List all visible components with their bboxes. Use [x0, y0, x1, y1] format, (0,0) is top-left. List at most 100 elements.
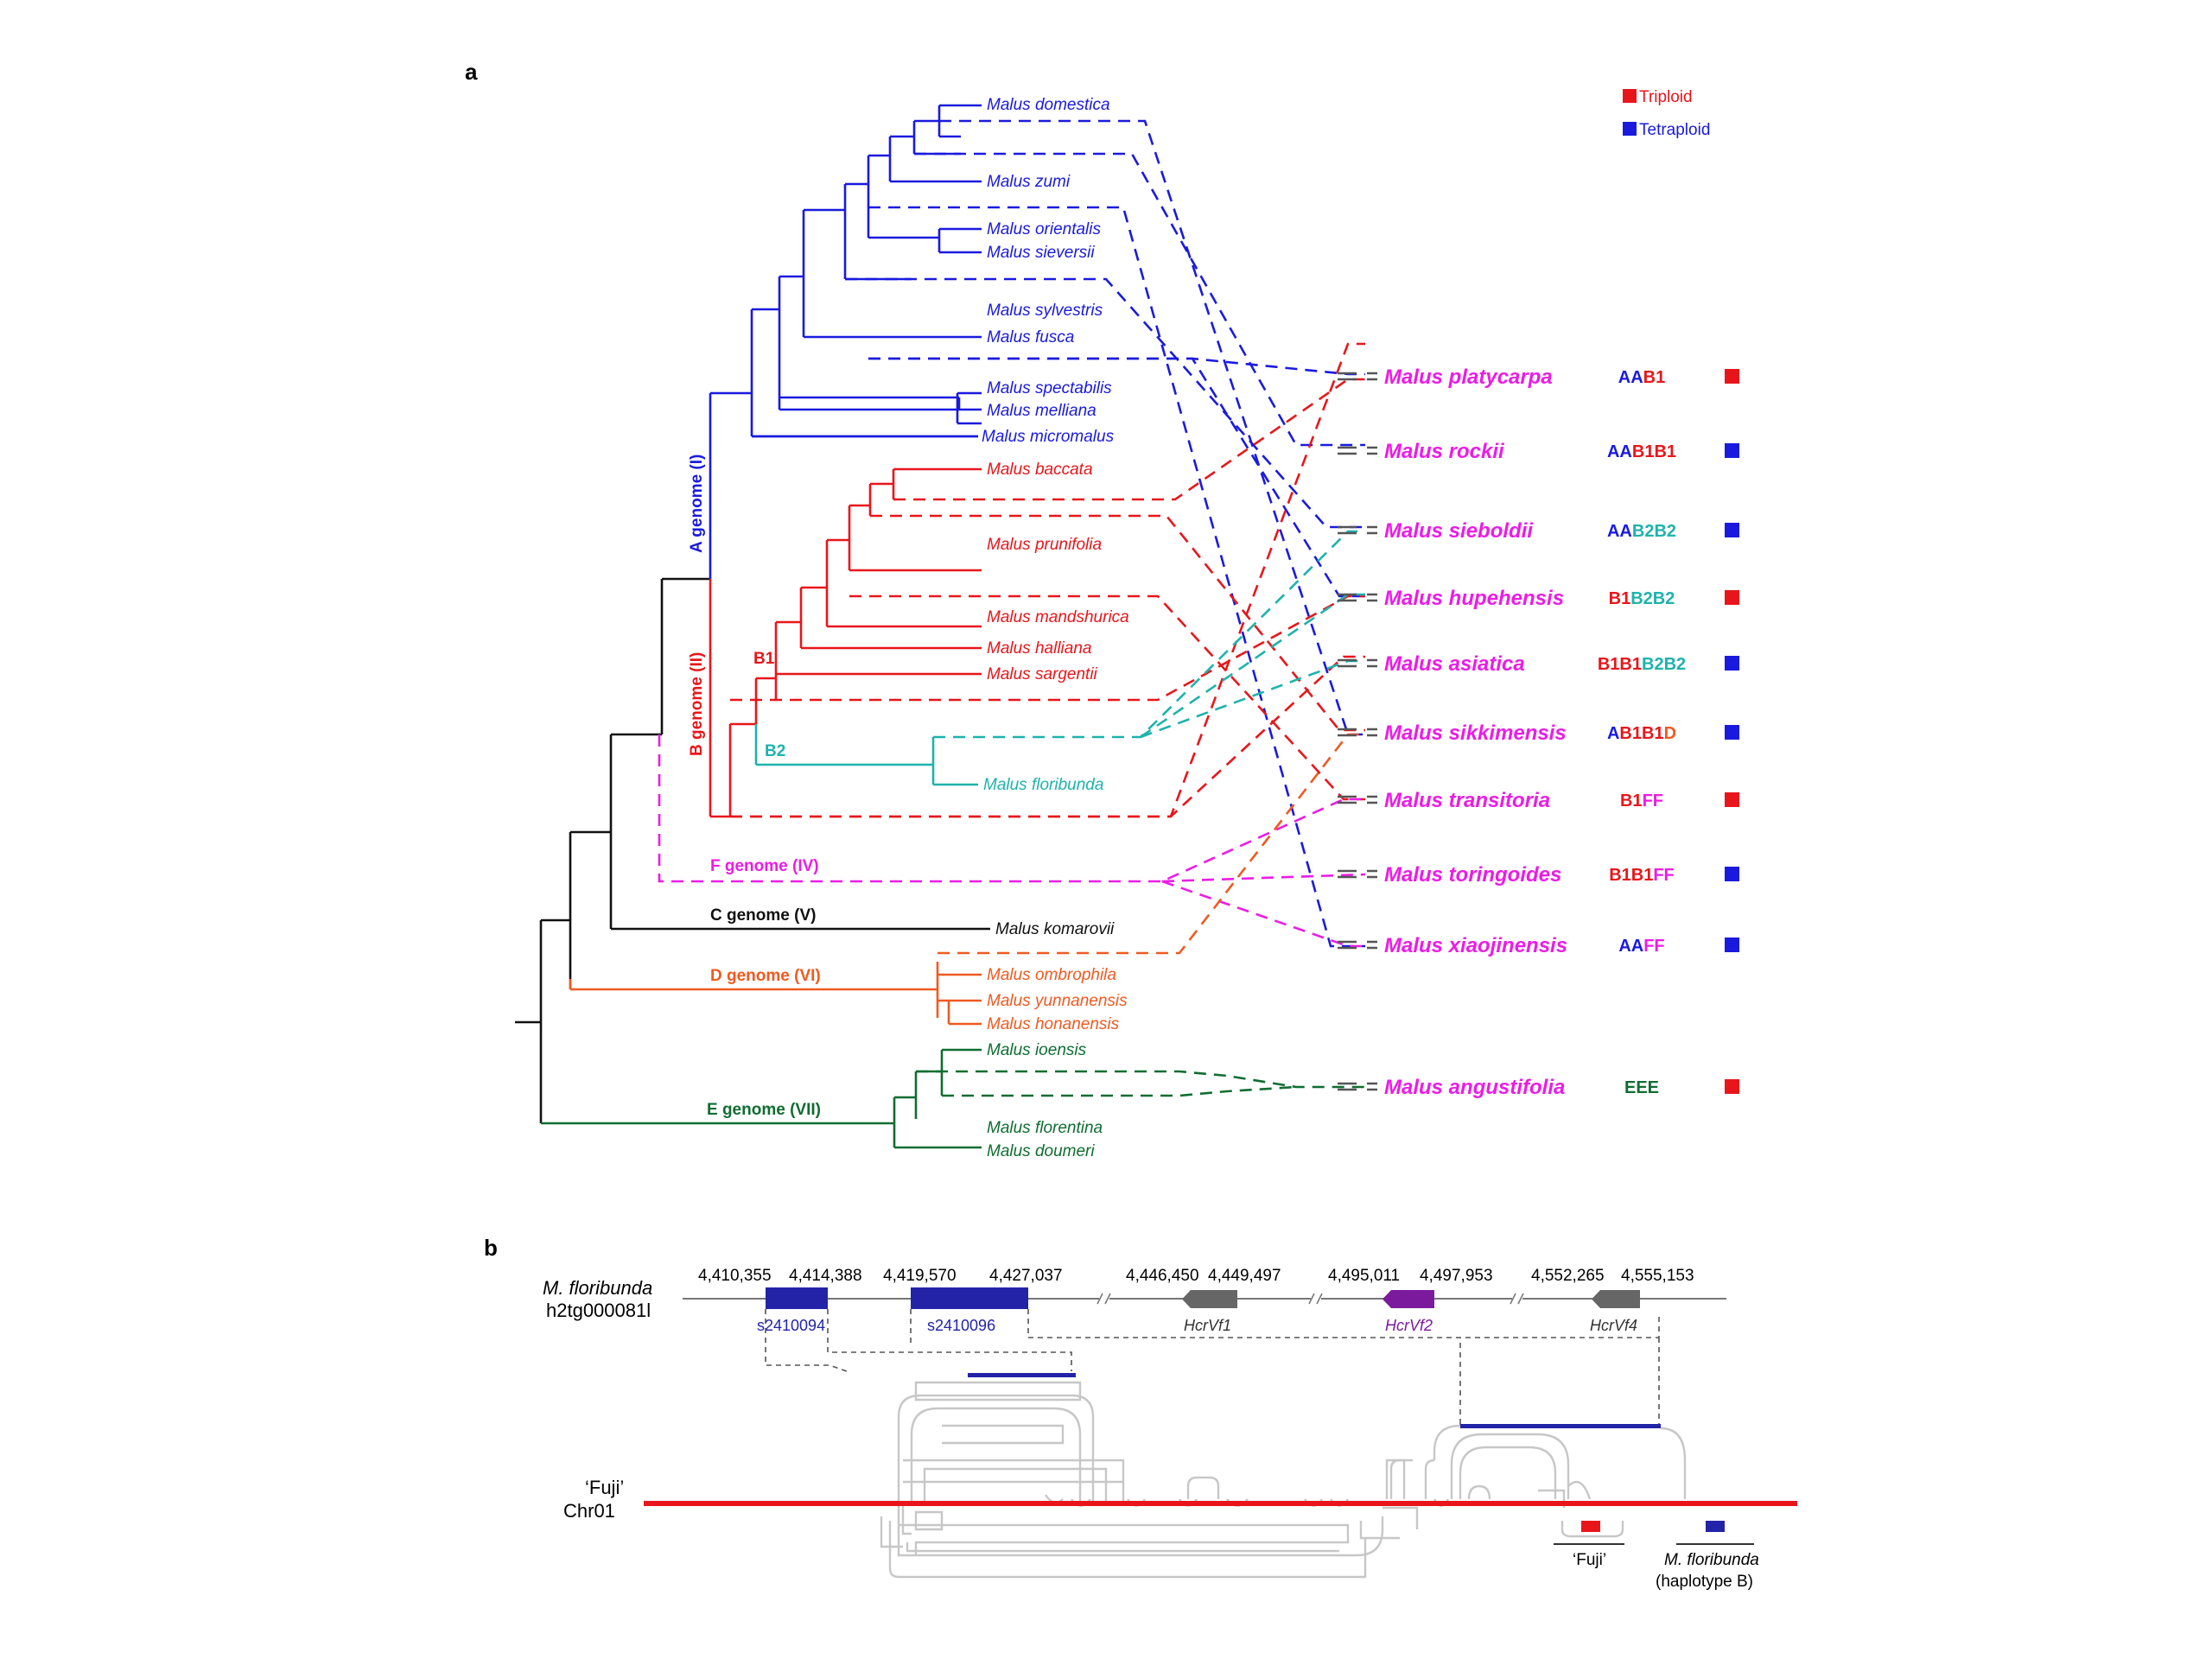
ploidy-marker — [1725, 590, 1739, 605]
tree-branches — [515, 104, 990, 1149]
taxon-label: Malus ombrophila — [987, 966, 1116, 984]
link-sieversii-sieboldii — [845, 277, 1365, 529]
taxon-label: Malus domestica — [987, 96, 1110, 114]
label-b2: B2 — [765, 742, 785, 760]
ploidy-marker — [1725, 867, 1739, 881]
genome-code-part: AA — [1607, 522, 1632, 541]
chromosome-cultivar: ‘Fuji’ — [585, 1477, 624, 1498]
taxon-label: Malus komarovii — [995, 920, 1115, 938]
dashed-links — [658, 119, 1366, 1097]
genome-code: B1FF — [1620, 791, 1663, 810]
gene-label: s2410096 — [927, 1317, 995, 1334]
panel-a-phylogeny: a Triploid Tetraploid — [465, 59, 1739, 1160]
taxon-label: Malus honanensis — [987, 1015, 1120, 1033]
taxon-label: Malus spectabilis — [987, 379, 1112, 397]
ploidy-marker — [1725, 656, 1739, 671]
taxon-label: Malus orientalis — [987, 220, 1101, 238]
hybrid-name: Malus platycarpa — [1384, 365, 1553, 389]
panel-b-legend: ‘Fuji’ M. floribunda (haplotype B) — [1554, 1521, 1759, 1591]
hybrid-name: Malus transitoria — [1384, 789, 1550, 812]
genome-code: B1B1FF — [1609, 866, 1675, 885]
hybrid-name: Malus angustifolia — [1384, 1076, 1565, 1099]
taxon-label: Malus sieversii — [987, 244, 1095, 262]
genome-code-part: AA — [1607, 442, 1632, 461]
link-f-xiaojinensis — [1161, 880, 1365, 948]
link-fusca-platycarpa — [868, 357, 1365, 376]
panel-b-synteny: b M. floribunda h2tg000081l 4,410,355 4,… — [484, 1235, 1797, 1591]
ploidy-marker — [1725, 369, 1739, 384]
genome-code-part: FF — [1653, 866, 1674, 885]
genome-code-part: EEE — [1624, 1078, 1659, 1097]
link-b1-toringoides — [849, 594, 1365, 801]
link-domestica-rockii — [914, 152, 1365, 447]
taxon-label: Malus mandshurica — [987, 608, 1129, 626]
hybrid-name: Malus xiaojinensis — [1384, 934, 1567, 957]
label-b-genome: B genome (II) — [688, 652, 706, 756]
hybrid-name: Malus toringoides — [1384, 863, 1561, 887]
label-f-genome: F genome (IV) — [710, 857, 819, 875]
ploidy-marker — [1725, 1079, 1739, 1094]
legend-sublabel-floribunda: (haplotype B) — [1656, 1573, 1753, 1591]
genome-code-part: B1B1 — [1619, 724, 1663, 743]
hybrid-name: Malus rockii — [1384, 440, 1505, 463]
legend-label-tetraploid: Tetraploid — [1639, 121, 1710, 139]
genome-code: EEE — [1624, 1078, 1659, 1097]
gene-models — [766, 1287, 1640, 1309]
genome-labels: A genome (I) B genome (II) B1 B2 F genom… — [688, 454, 821, 1119]
label-a-genome: A genome (I) — [688, 454, 706, 553]
track-contig: h2tg000081l — [546, 1300, 651, 1321]
coordinate-label: 4,410,355 — [698, 1267, 772, 1285]
link-ioensis-angustifolia — [916, 1070, 1365, 1089]
genome-code-part: B2B2 — [1642, 655, 1686, 674]
gene-label: HcrVf1 — [1184, 1317, 1231, 1334]
hybrid-name: Malus asiatica — [1384, 652, 1525, 676]
link-floribunda-sieboldii — [933, 530, 1365, 739]
legend-label-fuji: ‘Fuji’ — [1573, 1551, 1606, 1569]
link-e-angustifolia — [942, 1085, 1297, 1097]
coordinate-label: 4,495,011 — [1328, 1267, 1400, 1285]
coordinate-labels: 4,410,355 4,414,388 4,419,570 4,427,037 … — [698, 1267, 1694, 1285]
gene-hcrvf2 — [1382, 1290, 1434, 1308]
genome-code-part: B1 — [1643, 368, 1666, 387]
genome-code-part: D — [1664, 724, 1676, 743]
link-floribunda-hupehensis — [1140, 593, 1365, 739]
taxon-label: Malus florentina — [987, 1119, 1103, 1137]
branches-b2 — [754, 724, 978, 786]
hybrid-name: Malus hupehensis — [1384, 587, 1564, 610]
gene-labels: s2410094 s2410096 HcrVf1 HcrVf2 HcrVf4 — [757, 1317, 1637, 1334]
hybrid-connector-tick — [1338, 728, 1377, 737]
genome-code-part: FF — [1643, 937, 1664, 956]
ploidy-marker — [1725, 792, 1739, 807]
genome-code: B1B1B2B2 — [1598, 655, 1686, 674]
hybrid-connector-tick — [1338, 940, 1377, 950]
genome-code-part: B1 — [1620, 791, 1643, 810]
link-b1-transitoria — [730, 655, 1365, 818]
legend-swatch-triploid — [1623, 89, 1637, 103]
genome-code-part: B2B2 — [1630, 589, 1675, 608]
branches-backbone — [515, 577, 990, 1123]
taxon-label: Malus ioensis — [987, 1041, 1087, 1059]
genome-code-part: B2B2 — [1632, 522, 1676, 541]
branches-a-genome — [709, 104, 982, 579]
label-b1: B1 — [753, 650, 775, 668]
coordinate-label: 4,446,450 — [1126, 1267, 1199, 1285]
hybrid-name: Malus sikkimensis — [1384, 721, 1567, 745]
genome-code-part: B1B1 — [1632, 442, 1676, 461]
legend-swatch-fuji — [1581, 1521, 1600, 1532]
ploidy-marker — [1725, 938, 1739, 952]
branches-b-genome — [709, 467, 982, 818]
genome-code: AB1B1D — [1607, 724, 1676, 743]
taxon-label: Malus halliana — [987, 639, 1091, 658]
hybrid-connector-tick — [1338, 593, 1377, 602]
taxon-label: Malus sylvestris — [987, 302, 1103, 320]
genome-code-part: FF — [1643, 791, 1663, 810]
taxon-label: Malus doumeri — [987, 1142, 1095, 1160]
legend-label-triploid: Triploid — [1639, 88, 1693, 106]
genome-code-part: B1 — [1609, 589, 1631, 608]
taxon-label: Malus melliana — [987, 402, 1096, 420]
panel-b-label: b — [484, 1235, 498, 1261]
genome-code-part: A — [1607, 724, 1619, 743]
coordinate-label: 4,414,388 — [789, 1267, 862, 1285]
panel-a-label: a — [465, 59, 478, 85]
